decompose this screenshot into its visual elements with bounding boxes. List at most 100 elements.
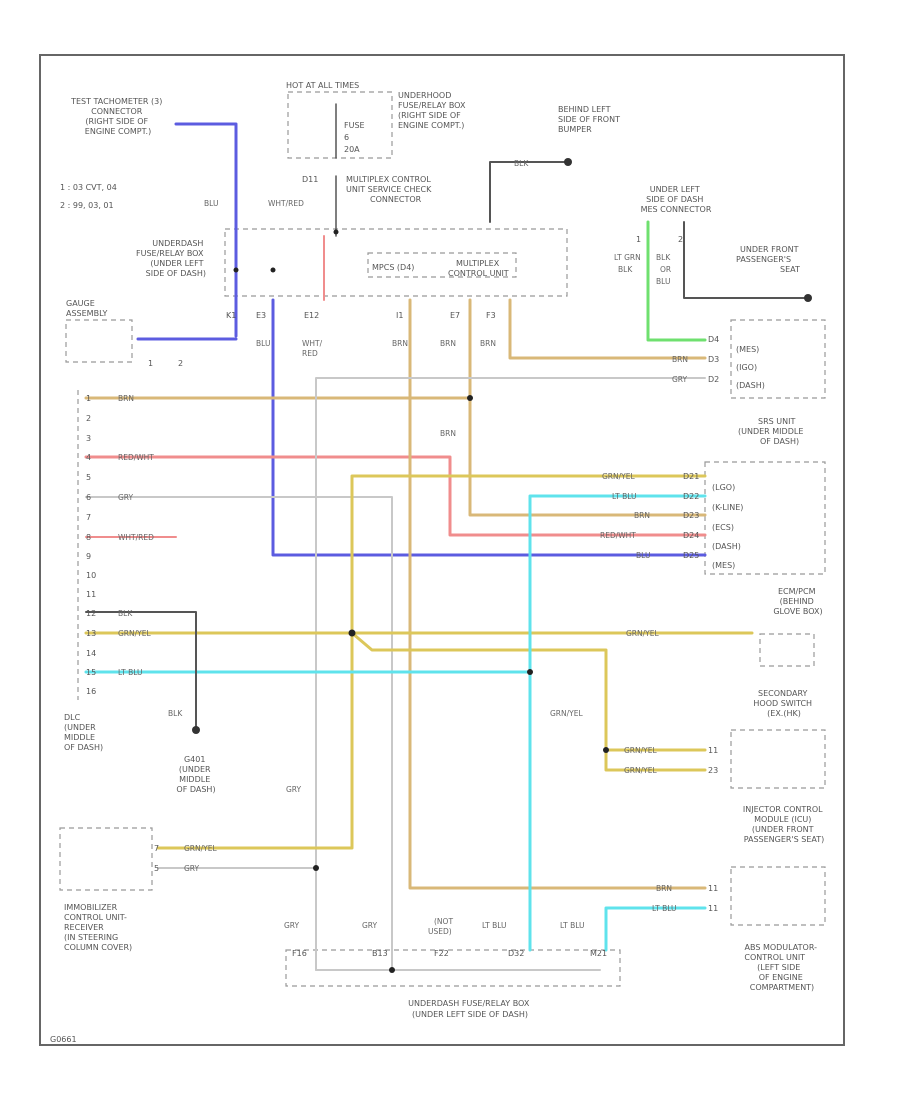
srs-pin-mes: (MES) [712,561,735,570]
multiplex-control-unit [367,252,517,278]
srs-code-d25: D25 [683,551,699,560]
wire-brn-f3-label: BRN [480,339,496,348]
splice-point [333,229,339,235]
tach-connector-label: TEST TACHOMETER (3) CONNECTOR (RIGHT SID… [70,97,165,136]
srs-unit-box [704,461,826,575]
dlc-pin: 11 [86,590,96,599]
ground-symbols [192,158,812,734]
wire-gry-d2 [315,377,706,971]
pin-e12: E12 [304,311,319,320]
gauge-assembly-box [65,319,133,363]
wire-blu-tach [174,122,238,338]
srs-connector-1 [730,319,826,399]
gauge-pin-2: 2 [178,359,183,368]
bottom-pin-f16: F16 [292,949,307,958]
dlc-wire-grn-yel: GRN/YEL [118,629,151,638]
gry-mid-label: GRY [286,785,302,794]
srs-conn1-wire-gry: GRY [672,375,688,384]
srs-conn1-wire-brn: BRN [672,355,688,364]
dlc-pin: 3 [86,434,91,443]
dlc-pin-numbers: 1 2 3 4 5 6 7 8 9 10 11 12 13 14 15 16 [86,394,96,696]
injector-wire-lt-blu: LT BLU [652,904,677,913]
ground-icon [192,726,200,734]
hood-pin-11: 11 [708,746,718,755]
underdash-fuse-relay-box-top [224,228,568,297]
dlc-wire-lt-blu: LT BLU [118,668,143,677]
multiplex-control-unit-label: MULTIPLEX CONTROL UNIT [448,259,509,278]
fuse-number: 6 [344,133,349,142]
srs-wire-brn: BRN [634,511,650,520]
fuse-amp: 20A [344,145,360,154]
dlc-pin: 14 [86,649,96,658]
wire-brn-i1-label: BRN [392,339,408,348]
dlc-wire-gry: GRY [118,493,134,502]
immobilizer-pin-7: 7 [154,844,159,853]
underdash-box-bottom-label: UNDERDASH FUSE/RELAY BOX (UNDER LEFT SID… [408,999,532,1019]
srs-code-d21: D21 [683,472,699,481]
splice-point [527,669,533,675]
ground-behind-bumper-label: BEHIND LEFT SIDE OF FRONT BUMPER [558,105,623,134]
underhood-box-label: UNDERHOOD FUSE/RELAY BOX (RIGHT SIDE OF … [398,91,468,130]
srs-conn1-pin-igo: (IGO) [736,363,757,372]
bottom-wire-gry-1: GRY [284,921,300,930]
mes-wire-blk-2: BLK [656,253,671,262]
wire-blu-e3-label: BLU [256,339,270,348]
hot-at-all-times-fuse-box [287,91,393,159]
srs-code-d24: D24 [683,531,699,540]
mes-wire-blk-1: BLK [618,265,633,274]
splice-point [233,267,239,273]
mes-pin-2: 2 [678,235,683,244]
tach-pin-2: 2 : 99, 03, 01 [60,201,114,210]
wire-brn-mid-label: BRN [440,429,456,438]
wire-blk-ground-front [489,161,567,223]
splice-point [603,747,609,753]
bottom-wire-gry-2: GRY [362,921,378,930]
wire-red-wht-dlc4 [84,455,707,537]
wire-grn-yel-srs [156,474,707,850]
dlc-pin: 5 [86,473,91,482]
hot-at-all-times-label: HOT AT ALL TIMES [286,81,359,90]
mux-service-check-label: MULTIPLEX CONTROL UNIT SERVICE CHECK CON… [346,175,434,204]
pin-k1: K1 [226,311,236,320]
wire-blu-srs-mes [271,298,707,557]
wire-brn-i1-injector [408,298,707,890]
splice-points [233,229,609,973]
immobilizer-wire-gry: GRY [184,864,200,873]
immobilizer-label: IMMOBILIZER CONTROL UNIT- RECEIVER (IN S… [64,903,132,952]
pin-i1: I1 [396,311,403,320]
srs-conn1-code-d4: D4 [708,335,719,344]
dlc-pin: 13 [86,629,96,638]
srs-wire-red-wht: RED/WHT [600,531,636,540]
injector-control-module-box [730,866,826,926]
srs-pin-lgo: (LGO) [712,483,735,492]
blk-ground-label: BLK [168,709,183,718]
splice-point [270,267,276,273]
wire-blu-k1-label: BLU [204,199,218,208]
gauge-pin-1: 1 [148,359,153,368]
bottom-pin-b13: B13 [372,949,388,958]
hood-pin-23: 23 [708,766,718,775]
bottom-not-used: (NOT USED) [428,917,455,936]
abs-label: ABS MODULATOR- CONTROL UNIT (LEFT SIDE O… [744,943,819,992]
secondary-hood-switch-box [730,729,826,789]
wire-wht-red-e12-label: WHT/ RED [302,339,325,358]
bottom-pin-m21: M21 [590,949,607,958]
wire-blk-mes-ground [683,221,807,299]
footer-code: G0661 [50,1035,77,1044]
injector-wire-brn: BRN [656,884,672,893]
bottom-pin-f22: F22 [434,949,449,958]
srs-conn1-code-d2: D2 [708,375,719,384]
dlc-wire-wht-red: WHT/RED [118,533,154,542]
g401-label: G401 (UNDER MIDDLE OF DASH) [176,755,215,794]
wire-blk-label: BLK [514,159,529,168]
dlc-pin: 1 [86,394,91,403]
bottom-wire-lt-blu-2: LT BLU [560,921,585,930]
dlc-wire-red-wht: RED/WHT [118,453,154,462]
ground-icon [804,294,812,302]
wire-blk-dlc12 [85,611,197,729]
ecm-wire-grn-yel: GRN/YEL [626,629,659,638]
dlc-pin: 6 [86,493,91,502]
underdash-fuse-relay-box-bottom [285,949,621,987]
underdash-box-label: UNDERDASH FUSE/RELAY BOX (UNDER LEFT SID… [136,239,206,278]
